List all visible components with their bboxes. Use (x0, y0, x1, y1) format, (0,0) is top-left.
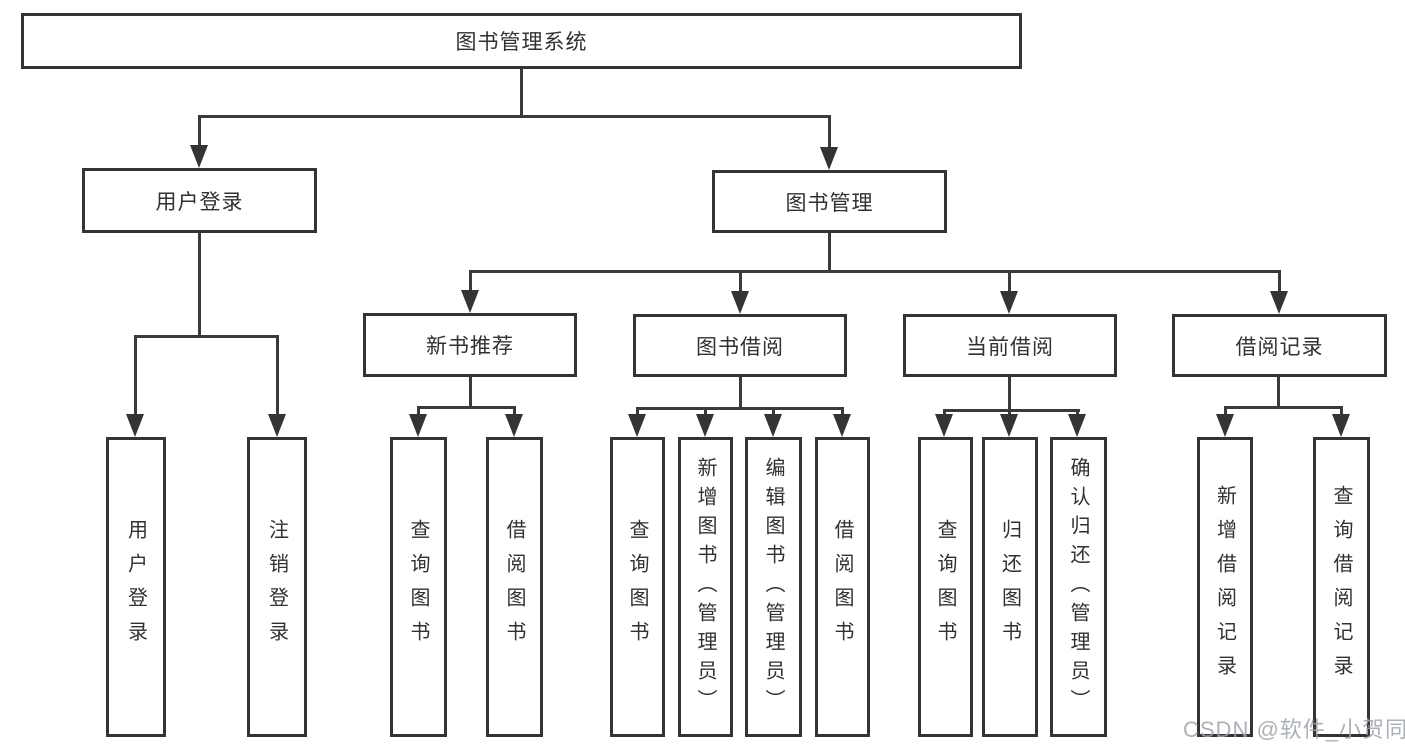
connector-book-mgmt-split (469, 270, 1281, 273)
arrowhead-down (1216, 414, 1234, 437)
arrowhead-down (764, 414, 782, 437)
node-library-system-label: 图书管理系统 (455, 31, 588, 54)
csdn-watermark: CSDN @软件_小贺同学 (1183, 717, 1405, 742)
arrowhead-down (1000, 414, 1018, 437)
node-book-mgmt-label: 图书管理 (785, 191, 874, 215)
arrowhead-down (935, 414, 953, 437)
arrowhead-down (628, 414, 646, 437)
leaf-nb-query-book-label: 查询图书 (407, 519, 429, 655)
leaf-logout-label: 注销登录 (265, 519, 288, 655)
node-new-book: 新书推荐 (363, 313, 577, 377)
leaf-bb-edit-book-admin: 编辑图书（管理员） (745, 437, 802, 737)
arrowhead-down (505, 414, 523, 437)
connector-drop-current-borrow (1008, 270, 1011, 293)
node-new-book-label: 新书推荐 (426, 335, 514, 358)
connector-root-split (198, 115, 831, 118)
arrowhead-down (1068, 414, 1086, 437)
node-library-system: 图书管理系统 (21, 13, 1022, 69)
leaf-cb-return-book-label: 归还图书 (998, 519, 1021, 655)
leaf-br-query-record-label: 查询借阅记录 (1330, 485, 1352, 689)
connector-root-stem (520, 69, 523, 117)
leaf-cb-confirm-return-admin: 确认归还（管理员） (1050, 437, 1107, 737)
leaf-cb-confirm-return-admin-label: 确认归还（管理员） (1067, 456, 1089, 718)
leaf-user-login-label: 用户登录 (124, 519, 147, 655)
leaf-cb-query-book: 查询图书 (918, 437, 973, 737)
connector-drop-leaf (1008, 409, 1011, 416)
leaf-cb-query-book-label: 查询图书 (934, 519, 956, 655)
connector-user-login-split (134, 335, 279, 338)
connector-book-borrow-split (636, 407, 844, 410)
connector-new-book-stem (469, 377, 472, 408)
leaf-bb-query-book: 查询图书 (610, 437, 665, 737)
node-current-borrow-label: 当前借阅 (966, 335, 1054, 359)
connector-drop-borrow-record (1278, 270, 1281, 293)
connector-drop-leaf (1224, 406, 1227, 416)
arrowhead-down (820, 147, 838, 170)
connector-user-login-stem (198, 233, 201, 338)
node-book-borrow: 图书借阅 (633, 314, 847, 377)
node-book-borrow-label: 图书借阅 (696, 335, 784, 359)
connector-drop-leaf (276, 335, 279, 415)
node-borrow-record-label: 借阅记录 (1235, 335, 1324, 359)
arrowhead-down (268, 414, 286, 437)
connector-drop-leaf (513, 406, 516, 416)
connector-drop-leaf (1076, 409, 1079, 416)
connector-drop-leaf (636, 407, 639, 416)
connector-current-borrow-stem (1008, 377, 1011, 411)
connector-book-borrow-stem (739, 377, 742, 409)
arrowhead-down (1332, 414, 1350, 437)
leaf-nb-borrow-book-label: 借阅图书 (503, 519, 525, 655)
leaf-bb-edit-book-admin-label: 编辑图书（管理员） (762, 456, 784, 718)
node-current-borrow: 当前借阅 (903, 314, 1117, 377)
leaf-logout: 注销登录 (247, 437, 307, 737)
arrowhead-down (833, 414, 851, 437)
arrowhead-down (696, 414, 714, 437)
arrowhead-down (1000, 291, 1018, 314)
connector-drop-new-book (469, 270, 472, 293)
leaf-br-add-record: 新增借阅记录 (1197, 437, 1253, 737)
node-user-login-label: 用户登录 (155, 190, 244, 214)
leaf-br-add-record-label: 新增借阅记录 (1213, 485, 1236, 689)
arrowhead-down (1270, 291, 1288, 314)
leaf-bb-add-book-admin-label: 新增图书（管理员） (694, 456, 716, 718)
connector-drop-book-mgmt (828, 115, 831, 149)
connector-current-borrow-split (943, 409, 1080, 412)
connector-drop-leaf (1340, 406, 1343, 416)
connector-drop-leaf (841, 407, 844, 416)
leaf-bb-query-book-label: 查询图书 (626, 519, 648, 655)
arrowhead-down (126, 414, 144, 437)
leaf-cb-return-book: 归还图书 (982, 437, 1038, 737)
connector-borrow-record-split (1224, 406, 1343, 409)
leaf-bb-borrow-book-label: 借阅图书 (831, 519, 853, 655)
connector-drop-leaf (417, 406, 420, 416)
connector-drop-leaf (134, 335, 137, 415)
leaf-user-login: 用户登录 (106, 437, 166, 737)
connector-drop-leaf (943, 409, 946, 416)
connector-new-book-split (417, 406, 516, 409)
leaf-br-query-record: 查询借阅记录 (1313, 437, 1370, 737)
leaf-nb-borrow-book: 借阅图书 (486, 437, 543, 737)
node-user-login: 用户登录 (82, 168, 317, 233)
node-book-mgmt: 图书管理 (712, 170, 947, 233)
arrowhead-down (190, 145, 208, 168)
arrowhead-down (731, 291, 749, 314)
connector-drop-user-login (198, 115, 201, 147)
arrowhead-down (409, 414, 427, 437)
connector-borrow-record-stem (1277, 377, 1280, 408)
connector-drop-book-borrow (739, 270, 742, 293)
leaf-bb-add-book-admin: 新增图书（管理员） (678, 437, 733, 737)
connector-book-mgmt-stem (828, 233, 831, 273)
leaf-nb-query-book: 查询图书 (390, 437, 447, 737)
connector-drop-leaf (772, 407, 775, 416)
leaf-bb-borrow-book: 借阅图书 (815, 437, 870, 737)
node-borrow-record: 借阅记录 (1172, 314, 1387, 377)
connector-drop-leaf (704, 407, 707, 416)
arrowhead-down (461, 290, 479, 313)
